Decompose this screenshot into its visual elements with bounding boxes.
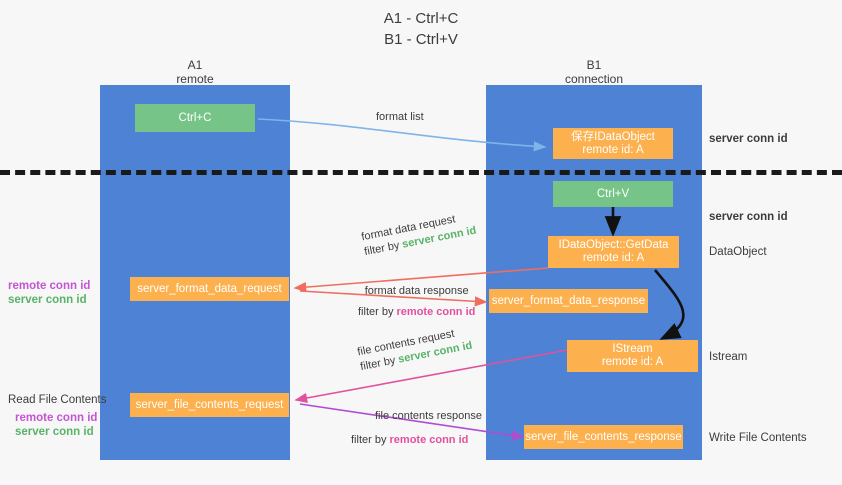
note-dataobject: DataObject <box>709 246 767 258</box>
node-server-file-contents-response-label: server_file_contents_response <box>525 430 682 443</box>
edge-format-data-response-filter: filter by remote conn id <box>358 306 476 318</box>
node-server-file-contents-request-label: server_file_contents_request <box>135 398 284 411</box>
column-b1-name: B1 <box>586 58 602 72</box>
node-server-file-contents-response[interactable]: server_file_contents_response <box>524 425 683 449</box>
note-server-conn-id-top: server conn id <box>709 133 788 145</box>
node-idataobject[interactable]: 保存IDataObject remote id: A <box>553 128 673 159</box>
column-a1-name: A1 <box>187 58 203 72</box>
edge-file-contents-response-text: file contents response <box>375 410 483 422</box>
node-server-format-data-request-label: server_format_data_request <box>137 282 282 295</box>
note-bottom-server-conn-id: server conn id <box>15 426 94 438</box>
node-ctrl-c-label: Ctrl+C <box>178 111 212 124</box>
edge-label-file-contents-response: file contents response <box>375 409 482 424</box>
node-idataobject-line2: remote id: A <box>582 143 644 156</box>
title-line-2: B1 - Ctrl+V <box>384 31 458 48</box>
note-mid-remote-conn-id: remote conn id <box>8 280 91 292</box>
column-header-b1: B1 connection <box>534 58 654 86</box>
phase-divider <box>0 170 842 175</box>
column-header-a1: A1 remote <box>135 58 255 86</box>
note-istream: Istream <box>709 351 748 363</box>
edge-format-data-response-text: format data response <box>364 285 469 297</box>
filter-key-remote-conn-id: remote conn id <box>396 306 476 318</box>
edge-label-file-contents-request: file contents request filter by server c… <box>356 324 473 375</box>
node-istream-line1: IStream <box>612 343 653 355</box>
filter-key-remote-conn-id-2: remote conn id <box>389 434 469 446</box>
node-ctrl-c[interactable]: Ctrl+C <box>135 104 255 132</box>
edge-label-file-contents-response-filter: filter by remote conn id <box>351 434 469 446</box>
node-idataobject-getdata[interactable]: IDataObject::GetData remote id: A <box>548 236 679 268</box>
note-server-conn-id-mid: server conn id <box>709 211 788 223</box>
node-idataobject-line1: 保存IDataObject <box>571 130 655 143</box>
note-write-file-contents: Write File Contents <box>709 432 807 444</box>
node-server-file-contents-request[interactable]: server_file_contents_request <box>130 393 289 417</box>
node-server-format-data-request[interactable]: server_format_data_request <box>130 277 289 301</box>
edge-label-format-data-response: format data response filter by remote co… <box>358 284 475 320</box>
node-getdata-line2: remote id: A <box>582 252 645 264</box>
column-a1-subtitle: remote <box>176 72 214 86</box>
node-server-format-data-response-label: server_format_data_response <box>491 294 646 307</box>
column-b1-subtitle: connection <box>564 72 624 86</box>
note-mid-server-conn-id: server conn id <box>8 294 87 306</box>
node-ctrl-v[interactable]: Ctrl+V <box>553 181 673 207</box>
node-ctrl-v-label: Ctrl+V <box>596 187 630 200</box>
node-istream-line2: remote id: A <box>601 356 664 368</box>
edge-label-format-data-request: format data request filter by server con… <box>360 209 477 260</box>
note-read-file-contents: Read File Contents <box>8 394 107 406</box>
node-getdata-line1: IDataObject::GetData <box>558 239 669 251</box>
edge-label-format-list: format list <box>376 110 424 125</box>
title-line-1: A1 - Ctrl+C <box>383 10 459 27</box>
node-istream[interactable]: IStream remote id: A <box>567 340 698 372</box>
node-server-format-data-response[interactable]: server_format_data_response <box>489 289 648 313</box>
edge-format-list-text: format list <box>376 111 424 123</box>
note-bottom-remote-conn-id: remote conn id <box>15 412 98 424</box>
page-title: A1 - Ctrl+C B1 - Ctrl+V <box>0 8 842 50</box>
